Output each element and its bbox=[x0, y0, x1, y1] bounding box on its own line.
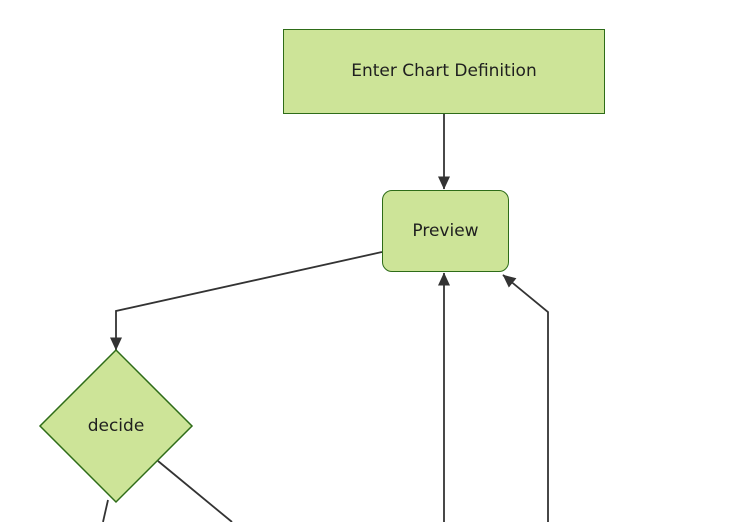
node-decide-label: decide bbox=[87, 416, 145, 436]
node-enter-chart-definition-label: Enter Chart Definition bbox=[351, 61, 537, 82]
edge-decide-to-offscreen-bottom-left bbox=[102, 499, 109, 522]
node-enter-chart-definition: Enter Chart Definition bbox=[283, 29, 605, 114]
edge-preview-to-decide bbox=[110, 251, 383, 351]
edge-decide-to-offscreen-bottom-right bbox=[157, 460, 233, 522]
node-preview: Preview bbox=[382, 190, 509, 272]
node-decide: decide bbox=[41, 412, 191, 440]
node-preview-label: Preview bbox=[412, 220, 479, 241]
edge-offscreen-bottom-right-to-preview bbox=[502, 274, 549, 522]
decide-node-shape bbox=[38, 348, 194, 504]
